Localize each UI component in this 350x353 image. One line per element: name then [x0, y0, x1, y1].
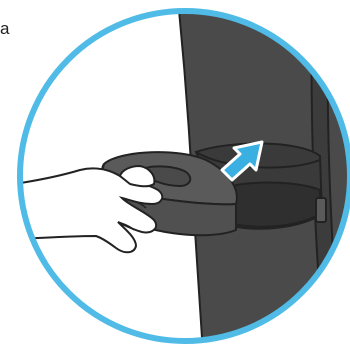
opening-floor: [232, 183, 320, 227]
latch-tab: [316, 198, 326, 222]
